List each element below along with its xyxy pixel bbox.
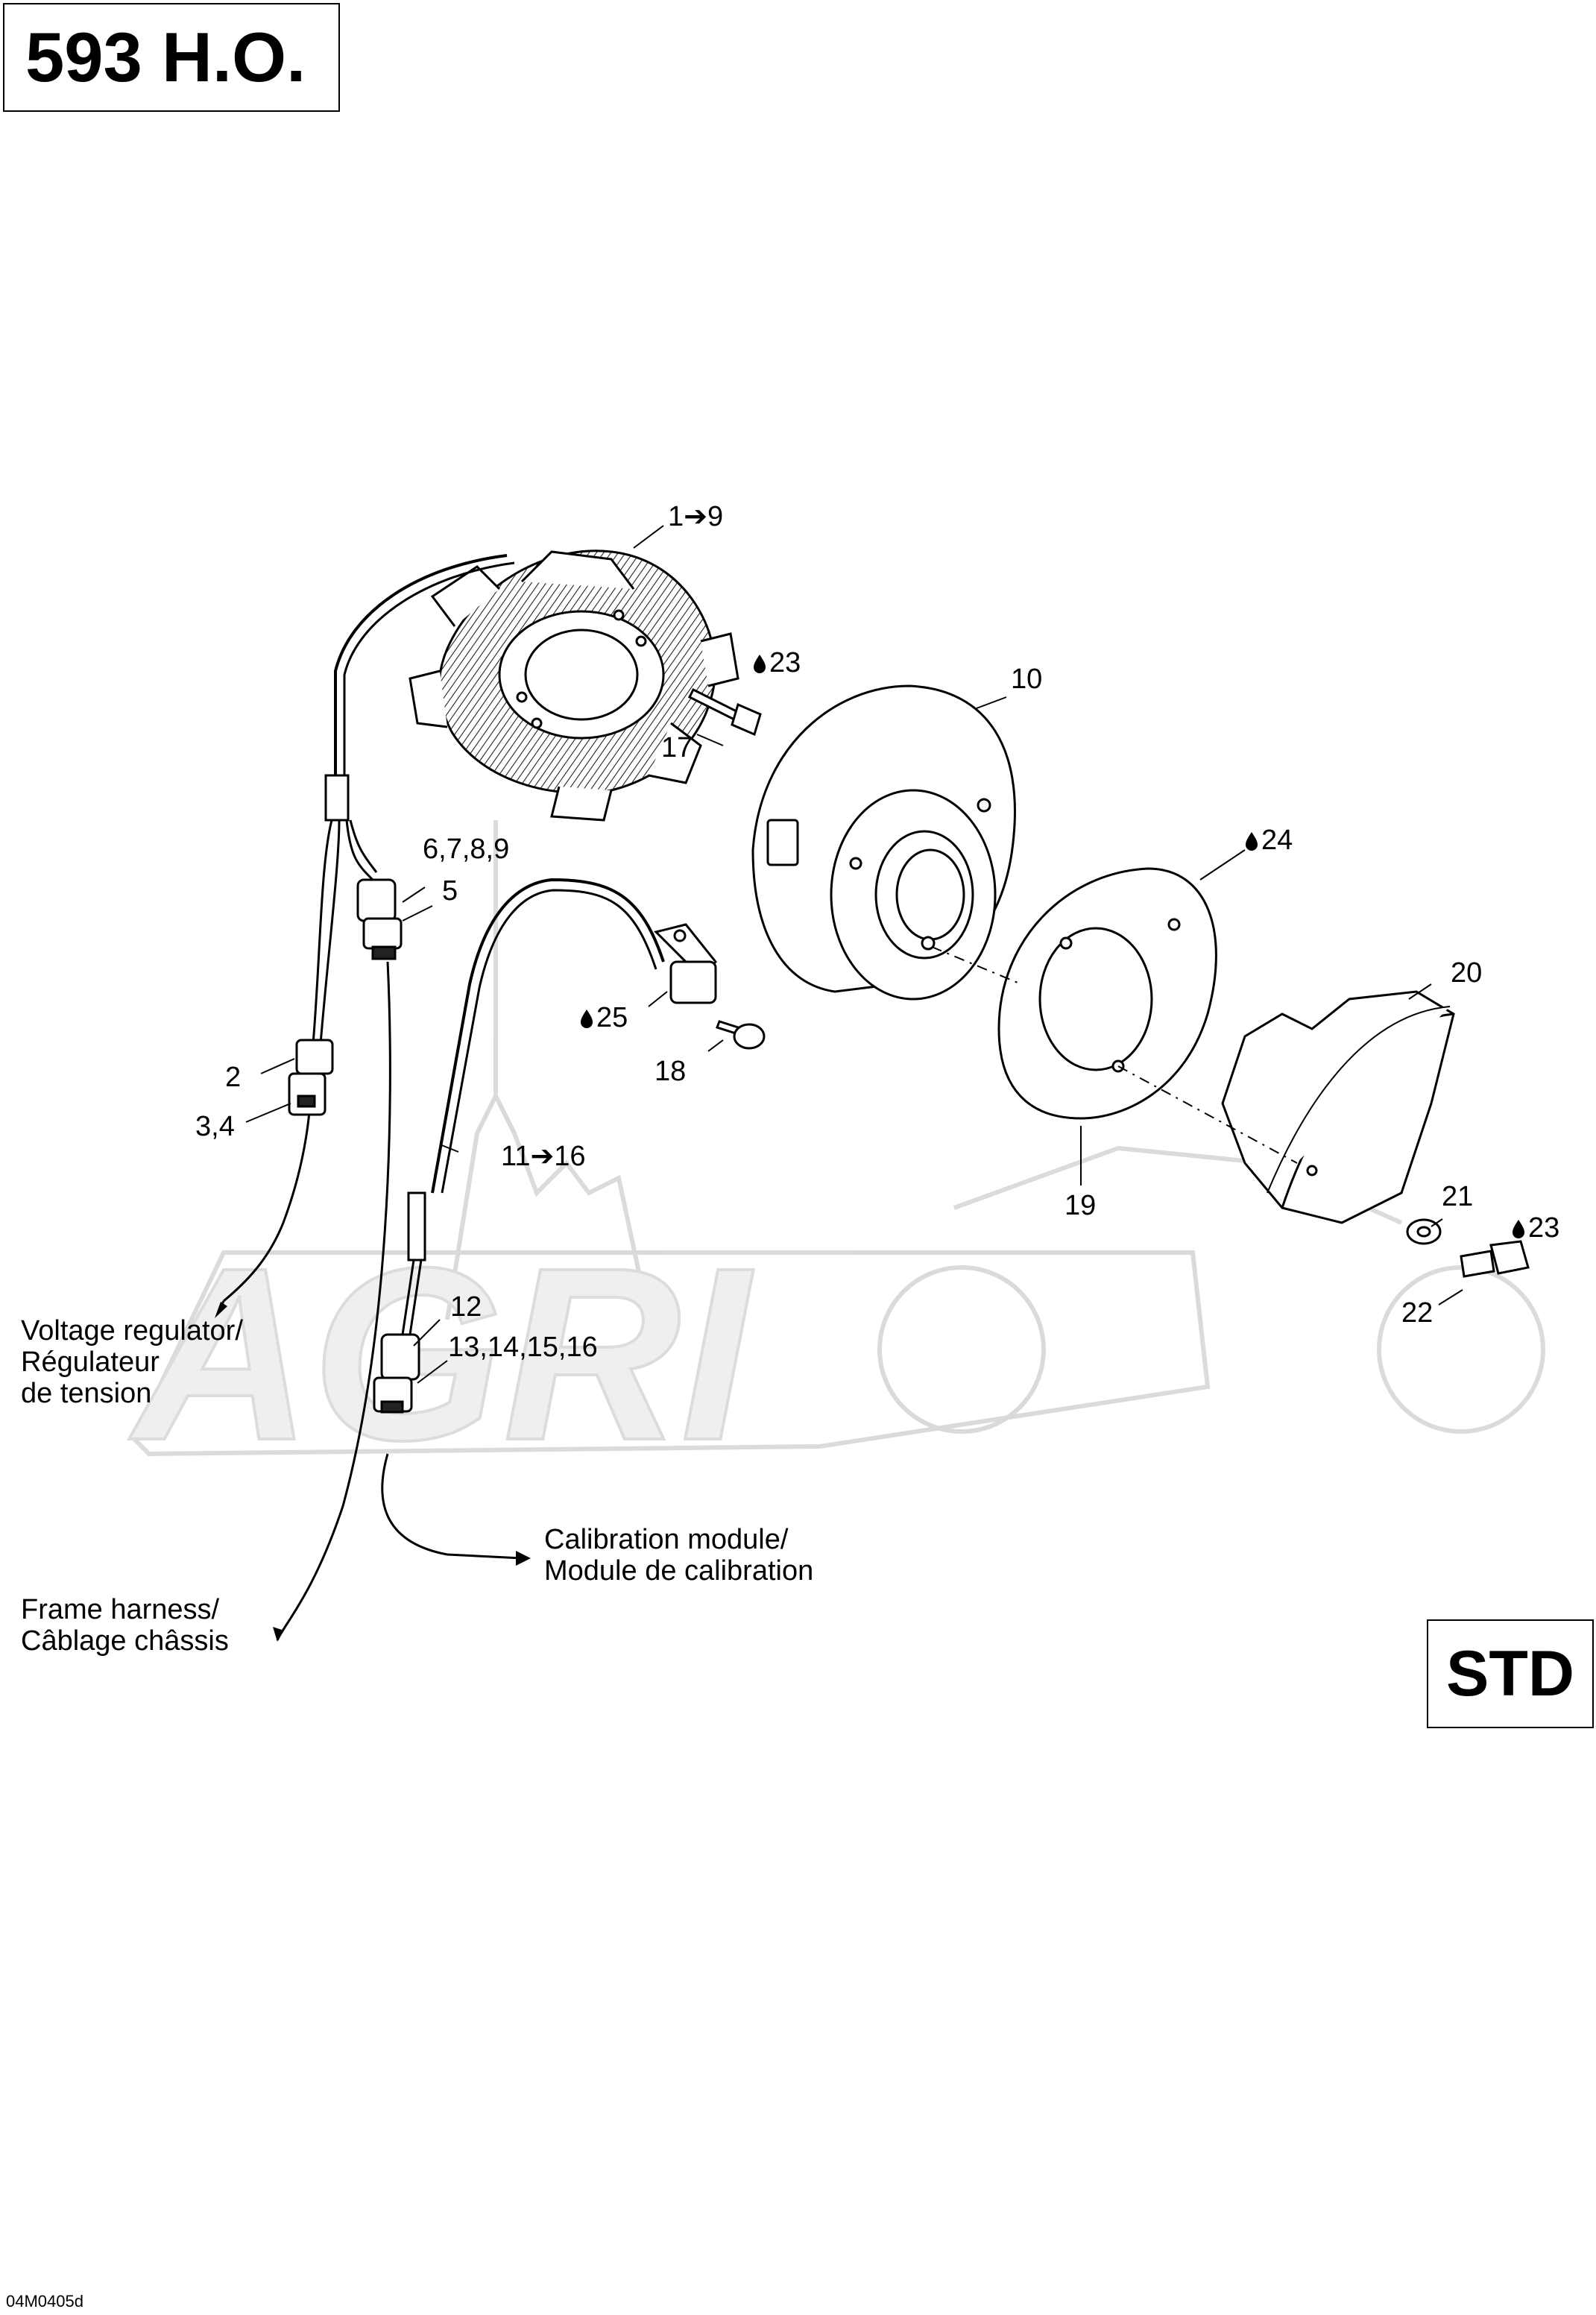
callout-22: 22: [1401, 1297, 1433, 1329]
callout-25: 25: [580, 1002, 628, 1033]
callout-19: 19: [1064, 1190, 1097, 1221]
callout-17: 17: [661, 732, 693, 763]
callout-23-b: 23: [1512, 1212, 1559, 1244]
note-voltage-regulator: Voltage regulator/ Régulateur de tension: [21, 1315, 243, 1409]
callout-6-7-8-9: 6,7,8,9: [423, 834, 510, 865]
oil-drop-icon: [1246, 832, 1258, 851]
connector-5: [356, 878, 403, 960]
oil-drop-icon: [1513, 1220, 1524, 1238]
alignment-dashed-lines: [931, 946, 1298, 1164]
callout-2: 2: [225, 1062, 242, 1093]
trigger-wheel-20-part: [1221, 990, 1455, 1224]
bolt-22: [1460, 1240, 1530, 1278]
model-title: 593 H.O.: [25, 18, 306, 96]
ring-19-part: [997, 867, 1217, 1120]
screw-17: [687, 687, 762, 737]
callout-21: 21: [1442, 1181, 1474, 1212]
callout-5: 5: [442, 875, 458, 907]
trigger-sensor: [654, 923, 718, 1004]
callout-13-14-15-16: 13,14,15,16: [448, 1332, 598, 1363]
callout-10: 10: [1011, 664, 1043, 695]
watermark-logo: [131, 820, 1545, 1457]
callout-24: 24: [1245, 825, 1293, 856]
callout-20: 20: [1451, 957, 1483, 989]
leader-lines: [245, 525, 1463, 1384]
callout-3-4: 3,4: [195, 1111, 235, 1142]
callout-23-a: 23: [753, 647, 801, 678]
badge-text: STD: [1446, 1638, 1574, 1710]
callout-1-9: 1➔9: [668, 501, 724, 532]
note-frame-harness: Frame harness/ Câblage châssis: [21, 1594, 229, 1657]
screw-18: [716, 1020, 766, 1050]
callout-12: 12: [450, 1291, 482, 1323]
standard-model-badge: STD: [1427, 1619, 1594, 1728]
connector-2: [288, 1039, 334, 1116]
callout-18: 18: [655, 1056, 687, 1087]
sensor-wire-harness: [381, 878, 665, 1560]
svg-text:AGRI: AGRI: [127, 1216, 754, 1491]
note-calibration-module: Calibration module/ Module de calibratio…: [544, 1524, 814, 1587]
drawing-code: 04M0405d: [6, 2292, 83, 2311]
connector-12: [373, 1333, 420, 1414]
oil-drop-icon: [581, 1010, 593, 1028]
oil-drop-icon: [754, 655, 766, 673]
flywheel-part: [751, 684, 1016, 1001]
model-title-box: 593 H.O.: [3, 3, 340, 112]
callout-11-16: 11➔16: [501, 1141, 586, 1172]
stator-part: [409, 549, 739, 822]
